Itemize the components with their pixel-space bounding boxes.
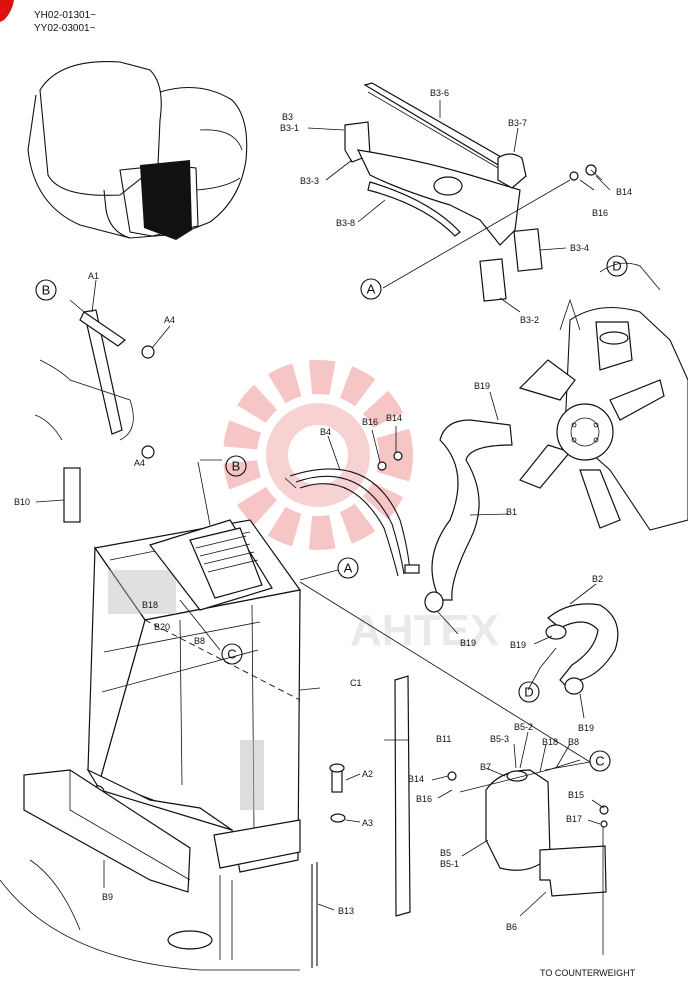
duct-assembly [344,82,603,302]
label-b8-right: B8 [568,737,579,747]
watermark-gear [223,360,413,550]
callout-circle-b-top: B [35,279,57,301]
leader-lines-top [307,100,611,313]
label-b3-7: B3-7 [508,118,527,128]
label-b3-1: B3-1 [280,123,299,133]
watermark-text: AHTEX [350,606,499,655]
label-b5-3: B5-3 [490,734,509,744]
callout-circle-c-low: C [589,750,611,772]
label-b14-top: B14 [616,187,632,197]
label-b3-8: B3-8 [336,218,355,228]
label-b17: B17 [566,814,582,824]
label-b19-mid: B19 [460,638,476,648]
label-b3-3: B3-3 [300,176,319,186]
label-b14-low: B14 [408,774,424,784]
svg-text:A: A [344,561,353,576]
label-b18-left: B18 [142,600,158,610]
label-b14-mid: B14 [386,413,402,423]
serial-number-2: YY02-03001~ [34,23,96,34]
hose-leaders [437,391,597,719]
hoses [424,419,619,695]
svg-text:A: A [367,282,376,297]
svg-text:B: B [232,459,241,474]
label-b3-4: B3-4 [570,243,589,253]
label-c1: C1 [350,678,362,688]
callout-circle-a-mid: A [337,557,359,579]
label-b3: B3 [282,112,293,122]
corner-mark [0,0,14,22]
label-b3-6: B3-6 [430,88,449,98]
label-b16-low: B16 [416,794,432,804]
label-b7: B7 [480,762,491,772]
svg-text:D: D [612,259,621,274]
part-labels: B3 B3-1 B3-3 B3-6 B3-7 B3-8 B3-4 B3-2 B1… [14,88,636,978]
label-b15: B15 [568,790,584,800]
svg-text:D: D [524,685,533,700]
callout-circle-b-mid: B [225,455,247,477]
callout-circle-a-top: A [360,278,382,300]
label-b16-mid: B16 [362,417,378,427]
harness [284,426,420,577]
svg-text:C: C [227,647,236,662]
callout-circle-d-top: D [606,255,628,277]
label-b1: B1 [506,507,517,517]
label-b13: B13 [338,906,354,916]
label-b8-left: B8 [194,636,205,646]
reserve-tank [431,731,609,955]
label-a2: A2 [362,769,373,779]
label-b19-low: B19 [578,723,594,733]
label-b20: B20 [154,622,170,632]
label-b19-top: B19 [474,381,490,391]
label-b18-right: B18 [542,737,558,747]
engine-fan [518,262,688,531]
radiator [86,519,302,873]
label-b11: B11 [436,734,451,744]
label-b10: B10 [14,497,30,507]
label-b4: B4 [320,427,331,437]
lower-parts [0,675,411,971]
label-b5-2: B5-2 [514,722,533,732]
serial-number-1: YH02-01301~ [34,10,96,21]
label-b5-1: B5-1 [440,859,459,869]
label-b16-top: B16 [592,208,608,218]
label-b5: B5 [440,848,451,858]
label-b6: B6 [506,922,517,932]
label-b9: B9 [102,892,113,902]
label-a4-low: A4 [134,458,145,468]
label-a3: A3 [362,818,373,828]
svg-text:C: C [595,754,604,769]
label-b19-right: B19 [510,640,526,650]
label-a1: A1 [88,271,99,281]
callout-circle-c-mid: C [221,643,243,665]
label-a4-top: A4 [164,315,175,325]
machine-overview [27,61,248,240]
label-b2: B2 [592,574,603,584]
svg-text:B: B [42,283,51,298]
label-b3-2: B3-2 [520,315,539,325]
footer-note: TO COUNTERWEIGHT [540,968,636,978]
radiator-stay [34,279,171,523]
callout-circle-d-low: D [518,681,540,703]
